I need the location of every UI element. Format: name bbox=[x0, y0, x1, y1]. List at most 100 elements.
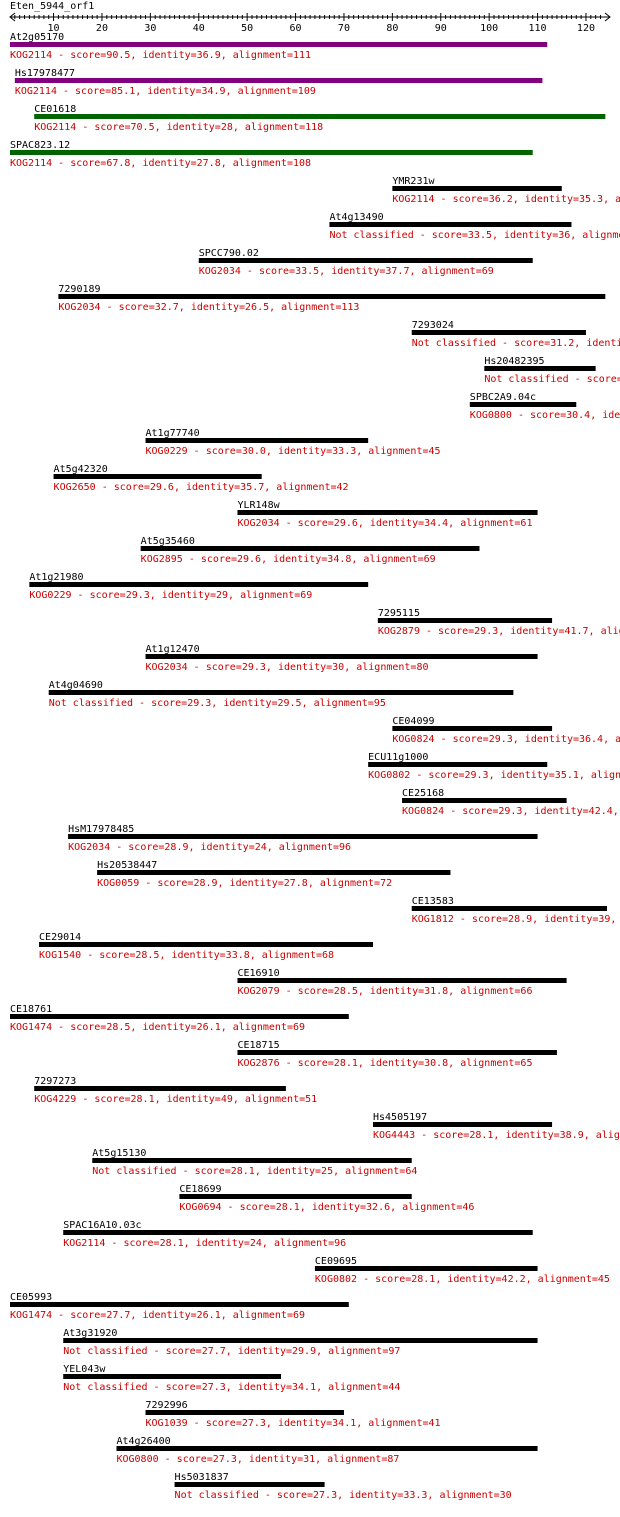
hit-alignment-bar[interactable] bbox=[237, 978, 567, 983]
hit-alignment-bar[interactable] bbox=[92, 1158, 412, 1163]
hit-name[interactable]: At3g31920 bbox=[63, 1328, 117, 1339]
hit-alignment-bar[interactable] bbox=[63, 1338, 538, 1343]
hit-alignment-bar[interactable] bbox=[377, 618, 553, 623]
hit-annotation: Not classified - score=33.5, identity=36… bbox=[329, 230, 620, 241]
hit-name[interactable]: At1g77740 bbox=[146, 428, 200, 439]
hit-name[interactable]: SPAC823.12 bbox=[10, 140, 70, 151]
hit-alignment-bar[interactable] bbox=[392, 726, 553, 731]
hit-annotation: KOG1474 - score=28.5, identity=26.1, ali… bbox=[10, 1022, 305, 1033]
hit-name[interactable]: CE09695 bbox=[315, 1256, 357, 1267]
hit-alignment-bar[interactable] bbox=[68, 834, 538, 839]
hit-name[interactable]: At5g42320 bbox=[54, 464, 108, 475]
hit-alignment-bar[interactable] bbox=[411, 330, 586, 335]
hit-alignment-bar[interactable] bbox=[411, 906, 607, 911]
hit-name[interactable]: 7290189 bbox=[58, 284, 100, 295]
hit-alignment-bar[interactable] bbox=[329, 222, 572, 227]
hit-alignment-bar[interactable] bbox=[198, 258, 533, 263]
hit-annotation: KOG4443 - score=28.1, identity=38.9, ali… bbox=[373, 1130, 620, 1141]
hit-alignment-bar[interactable] bbox=[97, 870, 451, 875]
hit-alignment-bar[interactable] bbox=[145, 1410, 344, 1415]
hit-alignment-bar[interactable] bbox=[10, 1302, 349, 1307]
hit-alignment-bar[interactable] bbox=[39, 942, 373, 947]
hit-name[interactable]: CE29014 bbox=[39, 932, 81, 943]
hit-alignment-bar[interactable] bbox=[34, 1086, 286, 1091]
hit-name[interactable]: CE25168 bbox=[402, 788, 444, 799]
hit-alignment-bar[interactable] bbox=[14, 78, 543, 83]
hit-annotation: KOG2114 - score=70.5, identity=28, align… bbox=[34, 122, 323, 133]
hit-name[interactable]: 7292996 bbox=[146, 1400, 188, 1411]
hit-alignment-bar[interactable] bbox=[392, 186, 562, 191]
hit-name[interactable]: 7295115 bbox=[378, 608, 420, 619]
hit-name[interactable]: 7293024 bbox=[412, 320, 454, 331]
hit-alignment-bar[interactable] bbox=[48, 690, 514, 695]
hit-name[interactable]: CE13583 bbox=[412, 896, 454, 907]
axis-tick-label: 50 bbox=[241, 23, 253, 34]
hit-alignment-bar[interactable] bbox=[484, 366, 596, 371]
hit-name[interactable]: At1g21980 bbox=[29, 572, 83, 583]
hit-alignment-bar[interactable] bbox=[237, 1050, 557, 1055]
hit-alignment-bar[interactable] bbox=[10, 150, 533, 155]
hit-annotation: KOG2114 - score=67.8, identity=27.8, ali… bbox=[10, 158, 311, 169]
hit-name[interactable]: CE18715 bbox=[237, 1040, 279, 1051]
hit-annotation: KOG1474 - score=27.7, identity=26.1, ali… bbox=[10, 1310, 305, 1321]
hit-name[interactable]: YLR148w bbox=[237, 500, 280, 511]
hit-alignment-bar[interactable] bbox=[140, 546, 480, 551]
hit-name[interactable]: At5g15130 bbox=[92, 1148, 146, 1159]
hit-alignment-bar[interactable] bbox=[145, 438, 369, 443]
hit-alignment-bar[interactable] bbox=[63, 1230, 533, 1235]
hit-alignment-bar[interactable] bbox=[145, 654, 538, 659]
hit-name[interactable]: SPBC2A9.04c bbox=[470, 392, 536, 403]
hit-alignment-bar[interactable] bbox=[314, 1266, 538, 1271]
hit-alignment-bar[interactable] bbox=[63, 1374, 282, 1379]
hit-name[interactable]: YMR231w bbox=[392, 176, 435, 187]
hit-alignment-bar[interactable] bbox=[174, 1482, 325, 1487]
hit-name[interactable]: CE16910 bbox=[237, 968, 279, 979]
hit-name[interactable]: At4g26400 bbox=[116, 1436, 170, 1447]
hit-alignment-bar[interactable] bbox=[53, 474, 262, 479]
hit-name[interactable]: Hs17978477 bbox=[15, 68, 75, 79]
hit-name[interactable]: At1g12470 bbox=[146, 644, 200, 655]
hit-alignment-bar[interactable] bbox=[29, 582, 369, 587]
hit-name[interactable]: Hs5031837 bbox=[175, 1472, 229, 1483]
hit-name[interactable]: HsM17978485 bbox=[68, 824, 134, 835]
hit-name[interactable]: Hs20538447 bbox=[97, 860, 157, 871]
hit-name[interactable]: 7297273 bbox=[34, 1076, 76, 1087]
hit-name[interactable]: ECU11g1000 bbox=[368, 752, 428, 763]
hit-annotation: Not classified - score=29.3, identity=29… bbox=[49, 698, 386, 709]
axis-tick-label: 60 bbox=[290, 23, 302, 34]
hit-name[interactable]: At2g05170 bbox=[10, 32, 64, 43]
hit-name[interactable]: CE18761 bbox=[10, 1004, 52, 1015]
hit-alignment-bar[interactable] bbox=[402, 798, 567, 803]
hit-name[interactable]: YEL043w bbox=[63, 1364, 106, 1375]
hit-alignment-bar[interactable] bbox=[10, 1014, 349, 1019]
hit-name[interactable]: At4g13490 bbox=[329, 212, 383, 223]
hit-name[interactable]: CE18699 bbox=[179, 1184, 221, 1195]
hit-name[interactable]: At4g04690 bbox=[49, 680, 103, 691]
hit-alignment-bar[interactable] bbox=[469, 402, 577, 407]
hit-name[interactable]: CE01618 bbox=[34, 104, 76, 115]
hit-name[interactable]: CE04099 bbox=[392, 716, 434, 727]
hit-name[interactable]: SPAC16A10.03c bbox=[63, 1220, 141, 1231]
hit-name[interactable]: CE05993 bbox=[10, 1292, 52, 1303]
hit-alignment-bar[interactable] bbox=[116, 1446, 538, 1451]
hit-name[interactable]: At5g35460 bbox=[141, 536, 195, 547]
hit-alignment-bar[interactable] bbox=[179, 1194, 412, 1199]
hit-alignment-bar[interactable] bbox=[368, 762, 548, 767]
hit-alignment-bar[interactable] bbox=[10, 42, 548, 47]
hit-alignment-bar[interactable] bbox=[373, 1122, 553, 1127]
hit-name[interactable]: Hs20482395 bbox=[484, 356, 544, 367]
hit-name[interactable]: Hs4505197 bbox=[373, 1112, 427, 1123]
hit-name[interactable]: SPCC790.02 bbox=[199, 248, 259, 259]
hit-alignment-bar[interactable] bbox=[34, 114, 606, 119]
hit-alignment-bar[interactable] bbox=[237, 510, 538, 515]
hit-alignment-bar[interactable] bbox=[58, 294, 606, 299]
